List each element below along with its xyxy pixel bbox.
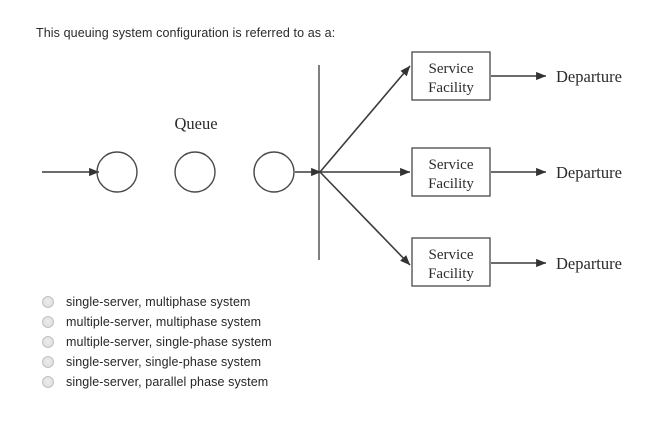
radio-button-icon[interactable] bbox=[42, 296, 54, 308]
service-facility-3-line1: Service bbox=[429, 247, 474, 263]
queue-circle-1 bbox=[96, 151, 138, 193]
option-row-3[interactable]: single-server, single-phase system bbox=[40, 352, 440, 372]
queue-circle-3 bbox=[253, 151, 295, 193]
branch-arrow-top bbox=[319, 65, 411, 173]
queue-circle-2 bbox=[174, 151, 216, 193]
departure-label-2: Departure bbox=[556, 163, 622, 182]
option-row-2[interactable]: multiple-server, single-phase system bbox=[40, 332, 440, 352]
option-label: single-server, single-phase system bbox=[66, 355, 262, 369]
service-facility-box-3 bbox=[411, 237, 491, 287]
option-label: multiple-server, multiphase system bbox=[66, 315, 262, 329]
service-facility-1-line1: Service bbox=[429, 61, 474, 77]
radio-button-icon[interactable] bbox=[42, 356, 54, 368]
service-facility-3-line2: Facility bbox=[428, 266, 474, 282]
departure-label-3: Departure bbox=[556, 254, 622, 273]
answer-options-list: single-server, multiphase system multipl… bbox=[40, 292, 440, 392]
option-row-1[interactable]: multiple-server, multiphase system bbox=[40, 312, 440, 332]
option-label: single-server, parallel phase system bbox=[66, 375, 269, 389]
service-facility-2-line1: Service bbox=[429, 157, 474, 173]
branch-arrow-bottom bbox=[319, 171, 411, 266]
service-facility-2-line2: Facility bbox=[428, 176, 474, 192]
option-row-4[interactable]: single-server, parallel phase system bbox=[40, 372, 440, 392]
option-label: single-server, multiphase system bbox=[66, 295, 251, 309]
queuing-system-diagram: Queue Service Facility Departure Service… bbox=[42, 51, 622, 287]
service-facility-box-1 bbox=[411, 51, 491, 101]
radio-button-icon[interactable] bbox=[42, 336, 54, 348]
queue-label: Queue bbox=[174, 114, 217, 133]
service-facility-box-2 bbox=[411, 147, 491, 197]
option-row-0[interactable]: single-server, multiphase system bbox=[40, 292, 440, 312]
departure-label-1: Departure bbox=[556, 67, 622, 86]
page-title: This queuing system configuration is ref… bbox=[36, 26, 336, 40]
option-label: multiple-server, single-phase system bbox=[66, 335, 272, 349]
service-facility-1-line2: Facility bbox=[428, 80, 474, 96]
radio-button-icon[interactable] bbox=[42, 316, 54, 328]
radio-button-icon[interactable] bbox=[42, 376, 54, 388]
